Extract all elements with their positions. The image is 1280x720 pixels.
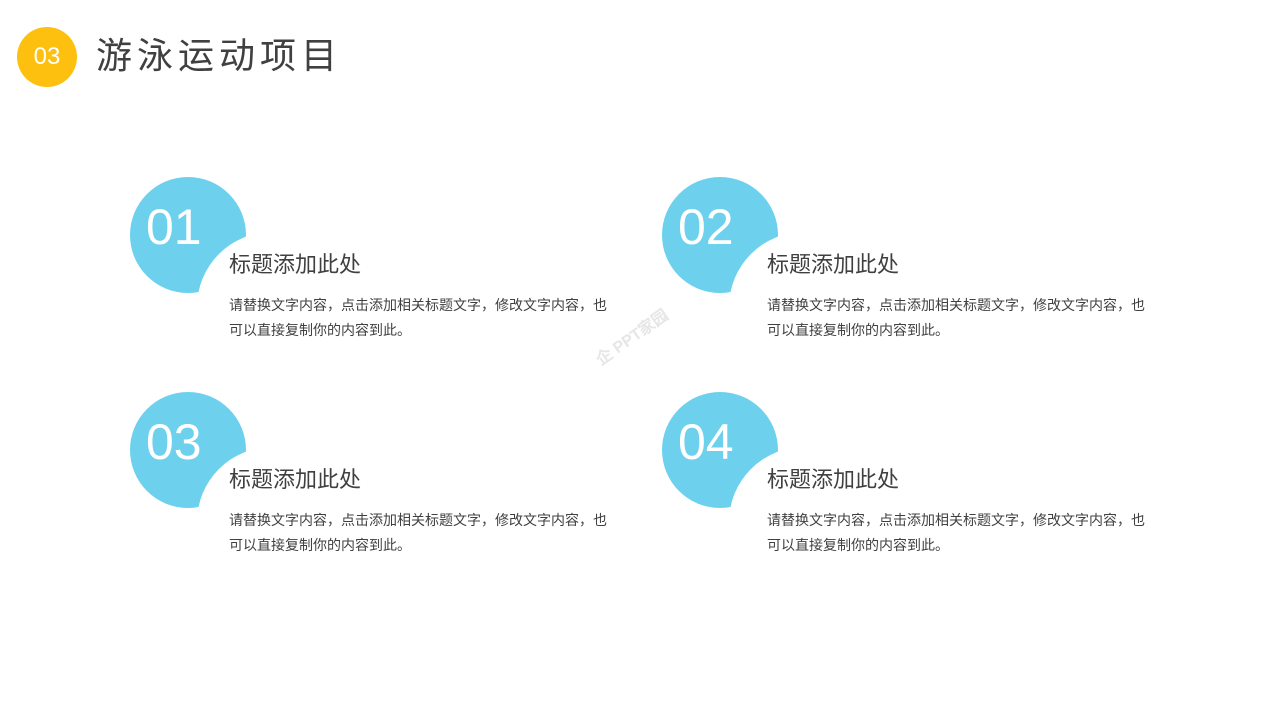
item-number: 01 [146,199,202,255]
item-number: 04 [678,414,734,470]
number-circle: 01 [130,177,246,293]
item-body: 请替换文字内容，点击添加相关标题文字，修改文字内容，也可以直接复制你的内容到此。 [767,298,1145,339]
item-title: 标题添加此处 [229,253,362,278]
item-number: 02 [678,199,734,255]
item-body: 请替换文字内容，点击添加相关标题文字，修改文字内容，也可以直接复制你的内容到此。 [229,298,607,339]
number-circle: 02 [662,177,778,293]
item-card-3: 03 标题添加此处 请替换文字内容，点击添加相关标题文字，修改文字内容，也可以直… [130,392,610,592]
item-title: 标题添加此处 [767,253,900,278]
page-title: 游泳运动项目 [96,36,343,77]
item-number: 03 [146,414,202,470]
item-card-4: 04 标题添加此处 请替换文字内容，点击添加相关标题文字，修改文字内容，也可以直… [662,392,1145,592]
number-circle: 03 [130,392,246,508]
section-number-badge: 03 [17,27,77,87]
number-circle: 04 [662,392,778,508]
item-body: 请替换文字内容，点击添加相关标题文字，修改文字内容，也可以直接复制你的内容到此。 [767,513,1145,554]
item-title: 标题添加此处 [229,468,362,493]
item-card-2: 02 标题添加此处 请替换文字内容，点击添加相关标题文字，修改文字内容，也可以直… [662,177,1145,377]
item-title: 标题添加此处 [767,468,900,493]
item-body: 请替换文字内容，点击添加相关标题文字，修改文字内容，也可以直接复制你的内容到此。 [229,513,607,554]
item-card-1: 01 标题添加此处 请替换文字内容，点击添加相关标题文字，修改文字内容，也可以直… [130,177,610,377]
